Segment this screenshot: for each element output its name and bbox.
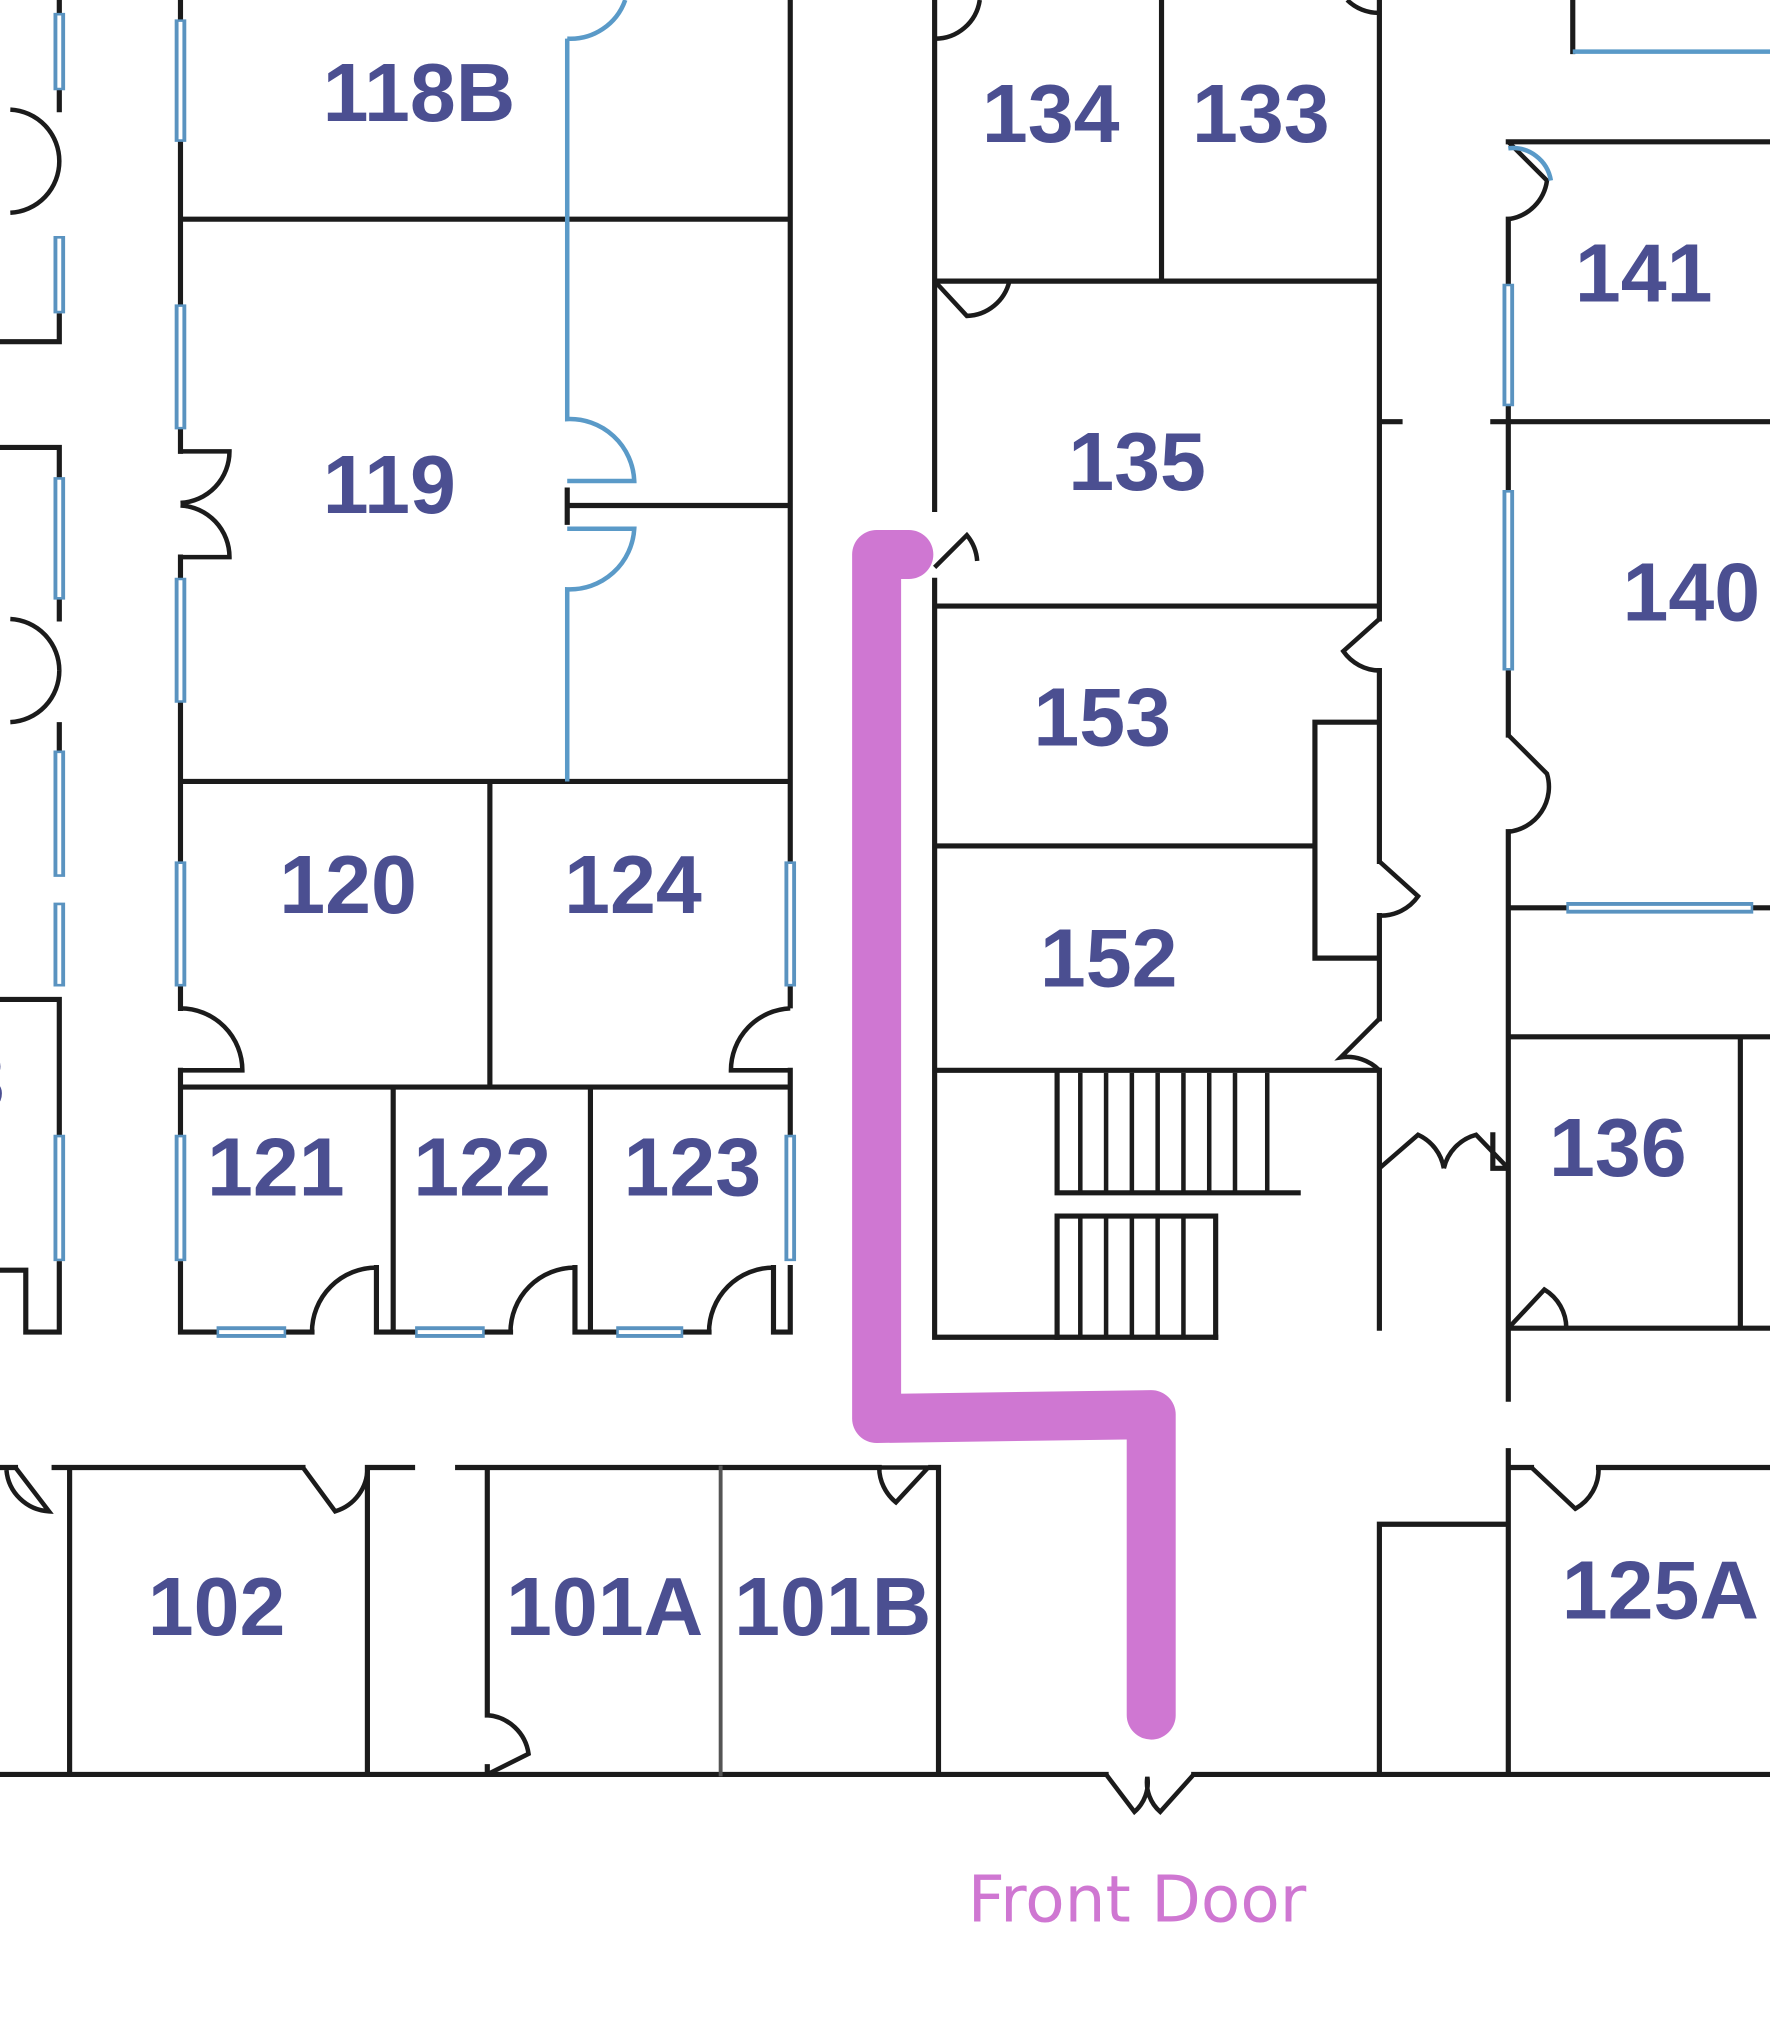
room-label-102: 102 [148,1561,286,1653]
room-label-141: 141 [1575,228,1713,320]
room-label-124: 124 [564,839,702,931]
room-label-121: 121 [207,1121,345,1213]
doors [4,0,1601,1816]
room-label-153: 153 [1033,671,1171,763]
room-label-140: 140 [1623,546,1761,638]
room-label-120: 120 [279,839,417,931]
front-door-label: Front Door [968,1862,1307,1937]
room-label-122: 122 [413,1121,551,1213]
room-label-125A: 125A [1562,1544,1759,1636]
windows [53,0,1770,1338]
route-path [852,530,1176,1740]
room-label-101A: 101A [506,1561,703,1653]
room-label-152: 152 [1040,912,1178,1004]
room-label-136: 136 [1549,1102,1687,1194]
room-label-123: 123 [623,1121,761,1213]
room-label-133: 133 [1192,68,1330,160]
room-label-partial: 3 [0,1035,5,1127]
room-label-101B: 101B [734,1561,931,1653]
room-label-135: 135 [1068,416,1206,508]
walls [0,0,1770,1777]
room-label-118B: 118B [323,47,516,139]
room-label-119: 119 [323,439,456,531]
room-labels: 118B 119 120 124 121 122 123 134 133 135… [0,47,1760,1653]
room-label-134: 134 [982,68,1120,160]
